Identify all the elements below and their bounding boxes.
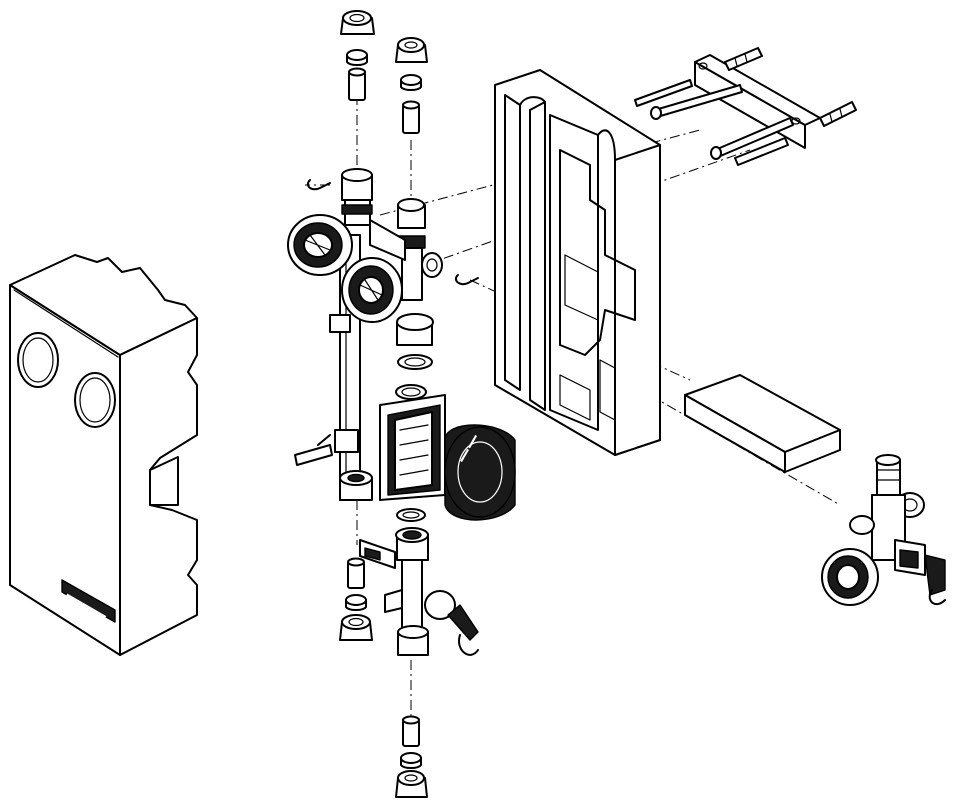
olive-ring-bottom-left (345, 594, 367, 611)
compression-nut-bottom-left (339, 614, 373, 641)
mounting-screws (634, 79, 794, 166)
thermometer-dial-left (287, 214, 353, 276)
compression-nut-top-left (340, 10, 375, 35)
insulation-front-shell: ▬▬▬▬▬ (9, 254, 198, 656)
circulation-pump: ▬▬ ▬▬ (379, 394, 516, 521)
pipe-sleeve-top-right (402, 100, 420, 134)
retaining-clips (306, 179, 479, 286)
pipe-sleeve-bottom-left (347, 557, 365, 589)
flat-gaskets (395, 313, 434, 522)
pipe-sleeve-bottom-right (402, 715, 420, 747)
wall-anchors (724, 47, 857, 127)
pipe-opening-left (17, 332, 59, 388)
pipe-sleeve-top-left (348, 67, 366, 101)
olive-ring-top-right (400, 74, 422, 91)
pipe-opening-right (74, 372, 116, 428)
safety-valve-group (821, 454, 946, 606)
insulation-back-shell (494, 69, 661, 456)
return-valve-assembly (359, 527, 479, 656)
compression-nut-bottom-right (395, 770, 428, 798)
drain-tap (294, 429, 359, 466)
olive-ring-bottom-right (400, 752, 422, 769)
insulation-block (684, 374, 841, 473)
compression-nut-top-right (395, 37, 428, 63)
compression-nut-mid-left (339, 470, 373, 501)
brand-logo-plate (61, 579, 116, 623)
olive-ring-top-left (346, 49, 368, 66)
thermometer-dial-right (341, 257, 403, 323)
